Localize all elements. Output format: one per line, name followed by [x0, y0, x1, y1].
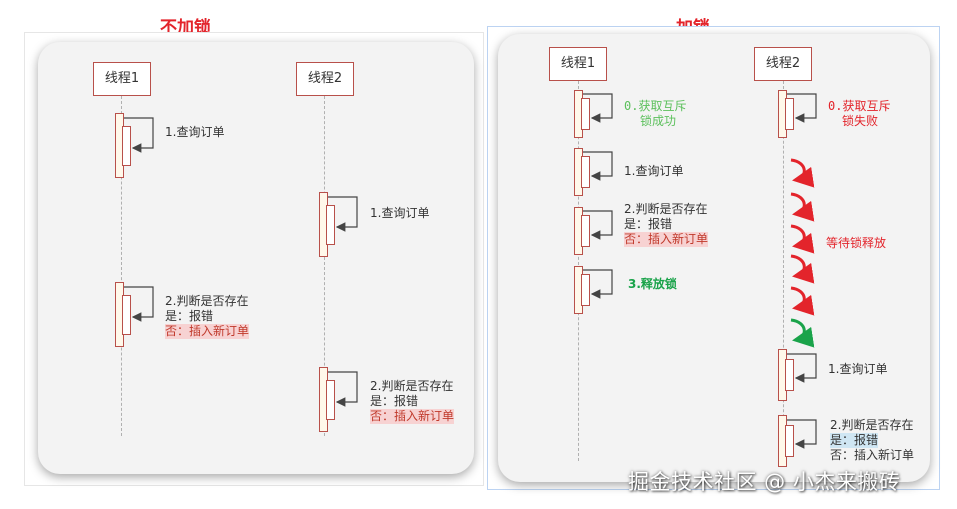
right-thread2-lifeline — [783, 81, 784, 467]
right-t2-step2-line3: 否：插入新订单 — [830, 448, 915, 462]
right-t2-self-arrow-lock — [787, 93, 817, 123]
left-t2-self-arrow-1 — [328, 196, 358, 232]
left-t2-step2-line3: 否：插入新订单 — [370, 409, 455, 424]
right-t1-step2-line1: 2.判断是否存在 — [624, 202, 708, 216]
left-t1-step2-line3: 否：插入新订单 — [165, 324, 250, 339]
right-t1-step2-line3: 否：插入新订单 — [624, 232, 709, 247]
wait-retry-arrow-5 — [790, 286, 815, 316]
right-t2-activation-lock-inner — [785, 98, 794, 130]
right-t1-self-arrow-2 — [583, 210, 613, 240]
right-t2-wait-label: 等待锁释放 — [826, 236, 887, 250]
left-t2-activation-2-inner — [326, 380, 335, 420]
left-t2-step2-line2: 是：报错 — [370, 394, 419, 408]
left-thread1-lifeline — [121, 96, 122, 436]
right-t1-lock-line1: 0.获取互斥 — [624, 99, 687, 113]
wait-retry-arrow-3 — [790, 224, 815, 254]
left-t2-step2-line1: 2.判断是否存在 — [370, 379, 454, 393]
right-t2-activation-1-inner — [785, 359, 794, 391]
right-diagram-card — [498, 34, 930, 482]
right-t2-lock-line1: 0.获取互斥 — [828, 99, 891, 113]
wait-acquire-arrow-green — [790, 318, 815, 348]
left-thread2-lifeline — [324, 96, 325, 436]
right-t1-release-label: 3.释放锁 — [628, 277, 677, 291]
right-t2-lock-line2: 锁失败 — [842, 114, 879, 128]
right-thread2-header: 线程2 — [754, 47, 812, 81]
right-t1-self-arrow-release — [583, 269, 613, 299]
left-thread1-header: 线程1 — [93, 62, 151, 96]
right-t2-step2-line2: 是：报错 — [830, 433, 879, 448]
left-t1-self-arrow-2 — [124, 286, 154, 322]
right-t1-step2-line2: 是：报错 — [624, 217, 673, 231]
left-t2-self-arrow-2 — [328, 371, 358, 407]
right-t1-activation-2-inner — [581, 215, 590, 247]
right-t1-activation-lock-inner — [581, 98, 590, 130]
left-t1-activation-1-inner — [122, 126, 131, 166]
right-t1-self-arrow-lock — [583, 93, 613, 123]
left-t1-step2-line1: 2.判断是否存在 — [165, 294, 249, 308]
right-t2-self-arrow-2 — [787, 419, 817, 449]
right-t1-lock-line2: 锁成功 — [640, 114, 677, 128]
wait-retry-arrow-1 — [790, 158, 815, 188]
left-thread2-header: 线程2 — [296, 62, 354, 96]
left-t1-step1-label: 1.查询订单 — [165, 125, 225, 139]
right-t2-step2-line1: 2.判断是否存在 — [830, 418, 914, 432]
left-t2-activation-1-inner — [326, 205, 335, 245]
right-thread1-header: 线程1 — [549, 47, 607, 81]
left-t2-step1-label: 1.查询订单 — [370, 206, 430, 220]
left-t1-self-arrow-1 — [124, 117, 154, 153]
right-t1-activation-release-inner — [581, 274, 590, 306]
wait-retry-arrow-4 — [790, 254, 815, 284]
right-t1-self-arrow-1 — [583, 151, 613, 181]
right-t2-self-arrow-1 — [787, 353, 817, 383]
wait-retry-arrow-2 — [790, 192, 815, 222]
left-t1-activation-2-inner — [122, 295, 131, 335]
right-t1-activation-1-inner — [581, 156, 590, 188]
left-diagram-card — [38, 42, 474, 474]
watermark-text: 掘金技术社区 @ 小杰来搬砖 — [628, 470, 901, 494]
right-t2-step1-label: 1.查询订单 — [828, 362, 888, 376]
left-t1-step2-line2: 是：报错 — [165, 309, 214, 323]
right-t1-step1-label: 1.查询订单 — [624, 164, 684, 178]
right-t2-activation-2-inner — [785, 425, 794, 457]
